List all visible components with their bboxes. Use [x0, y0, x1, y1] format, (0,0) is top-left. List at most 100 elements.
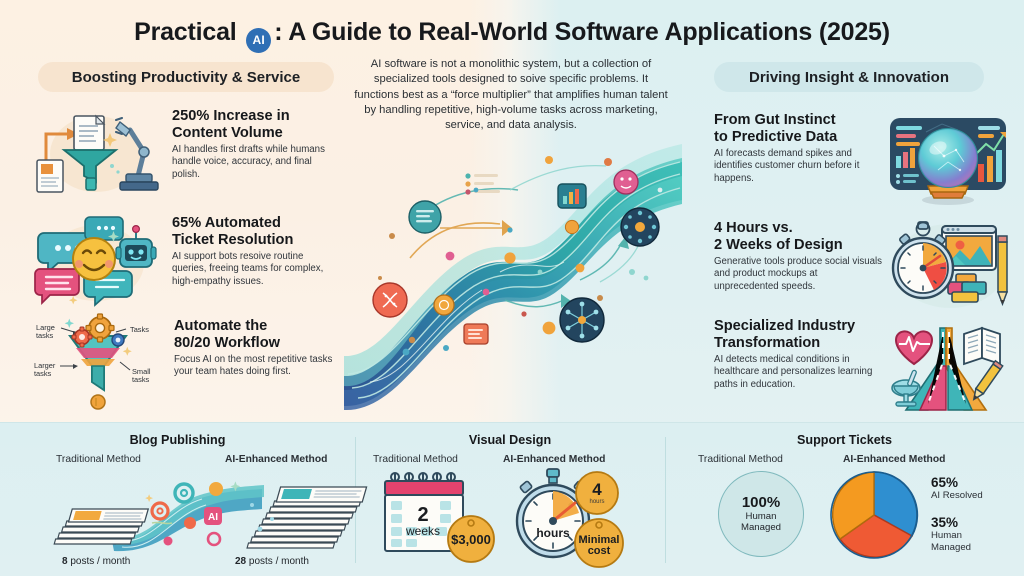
- emoji-node: [613, 169, 639, 195]
- left-column-heading: Boosting Productivity & Service: [38, 62, 334, 92]
- left-feature-3-body: Focus AI on the most repetitive tasks yo…: [174, 354, 333, 378]
- right-feature-3-body: AI detects medical conditions in healthc…: [714, 354, 873, 390]
- support-traditional-value: 100%: [741, 494, 781, 511]
- blog-publishing-illustration: AI: [53, 481, 368, 552]
- support-pie-label-2: 35% Human Managed: [931, 515, 971, 553]
- left-feature-2-title-line1: 65% Automated: [172, 215, 281, 231]
- support-pie-label-2-value: 35%: [931, 515, 959, 530]
- right-feature-2-body: Generative tools produce social visuals …: [714, 256, 883, 292]
- crystal-ball-dashboard-icon: [886, 112, 1010, 208]
- blog-traditional-label: Traditional Method: [56, 454, 141, 465]
- blog-traditional-value: 8: [62, 556, 68, 567]
- left-feature-1-title-line2: Content Volume: [172, 124, 283, 141]
- blog-traditional-caption: 8 posts / month: [62, 556, 130, 567]
- support-ai-label: AI-Enhanced Method: [843, 454, 946, 465]
- chart-bar-node: [557, 183, 587, 209]
- funnel-label-larger-tasks: Larger: [34, 361, 56, 370]
- ai-badge-icon: AI: [246, 27, 272, 53]
- support-pie-label-1-text: AI Resolved: [931, 490, 983, 501]
- right-feature-1-body: AI forecasts demand spikes and identifie…: [714, 148, 860, 184]
- left-feature-1: 250% Increase in Content Volume AI handl…: [34, 108, 334, 198]
- left-feature-1-text: 250% Increase in Content Volume AI handl…: [172, 108, 334, 181]
- coin-node: [433, 294, 455, 316]
- visual-traditional-tag: $3,000: [451, 532, 491, 547]
- support-pie-label-2-line2: Managed: [931, 541, 972, 553]
- stopwatch-icon: hours 4 hours Minimal cost: [515, 468, 624, 568]
- bottom-section-support-tickets: Support Tickets Traditional Method AI-En…: [665, 423, 1024, 576]
- left-feature-1-title-line1: 250% Increase in: [172, 108, 290, 124]
- svg-text:tasks: tasks: [132, 375, 150, 384]
- visual-ai-label: AI-Enhanced Method: [503, 454, 606, 465]
- bottom-divider-2: [665, 437, 666, 563]
- support-traditional-circle: 100% Human Managed: [718, 471, 804, 557]
- left-feature-3-title-line1: Automate the: [174, 318, 268, 334]
- left-feature-2-body: AI support bots resoive routine queries,…: [172, 251, 324, 287]
- blog-ai-value: 28: [235, 556, 247, 567]
- visual-ai-tag-line2: cost: [588, 545, 611, 557]
- right-feature-2-title-line2: 2 Weeks of Design: [714, 236, 843, 253]
- right-feature-3: Specialized Industry Transformation AI d…: [714, 318, 1010, 412]
- visual-design-title: Visual Design: [468, 433, 552, 447]
- title-part-1: Practical: [134, 18, 237, 46]
- left-feature-2-title-line2: Ticket Resolution: [172, 231, 294, 248]
- left-feature-2-text: 65% Automated Ticket Resolution AI suppo…: [172, 215, 334, 288]
- visual-ai-tag-line1: Minimal: [579, 534, 620, 546]
- visual-traditional-label: Traditional Method: [373, 454, 458, 465]
- right-feature-3-title-line2: Transformation: [714, 334, 821, 351]
- right-column-heading: Driving Insight & Innovation: [714, 62, 984, 92]
- blog-traditional-unit: posts / month: [67, 556, 131, 567]
- funnel-label-large-tasks: Large: [36, 323, 55, 332]
- blog-ai-unit: posts / month: [246, 556, 309, 567]
- right-feature-1-title-line2: to Predictive Data: [714, 128, 838, 145]
- svg-text:AI: AI: [208, 512, 218, 523]
- right-feature-1-text: From Gut Instinct to Predictive Data AI …: [714, 112, 878, 185]
- right-feature-3-text: Specialized Industry Transformation AI d…: [714, 318, 876, 391]
- svg-text:tasks: tasks: [36, 331, 54, 340]
- visual-traditional-value: 2: [417, 504, 428, 526]
- left-feature-3-title-line2: 80/20 Workflow: [174, 334, 280, 351]
- visual-traditional-unit: weeks: [405, 524, 440, 538]
- page-title: Practical AI: A Guide to Real-World Soft…: [0, 18, 1024, 53]
- funnel-robot-arm-documents-icon: [34, 108, 162, 198]
- funnel-label-tasks: Tasks: [130, 325, 149, 334]
- visual-ai-badge-number: 4: [592, 480, 602, 499]
- title-part-2: : A Guide to Real-World Software Applica…: [274, 18, 890, 46]
- chat-bubbles-smiley-bot-icon: [34, 215, 162, 307]
- left-feature-3-text: Automate the 80/20 Workflow Focus AI on …: [174, 318, 334, 379]
- funnel-gears-icon: Large tasks Tasks Larger tasks Small tas…: [34, 313, 164, 410]
- heart-book-pencil-roads-icon: [884, 318, 1010, 412]
- pie-chart-icon: [830, 471, 919, 559]
- support-pie-label-1-value: 65%: [931, 475, 959, 490]
- blog-publishing-title: Blog Publishing: [129, 433, 226, 447]
- support-pie-label-1: 65% AI Resolved: [931, 475, 983, 502]
- message-card-node: [408, 200, 442, 234]
- left-feature-2: 65% Automated Ticket Resolution AI suppo…: [34, 215, 334, 307]
- right-feature-2: 4 Hours vs. 2 Weeks of Design Generative…: [714, 220, 1010, 312]
- orange-card-node: [463, 323, 489, 345]
- left-feature-1-body: AI handles first drafts while humans han…: [172, 144, 325, 180]
- right-feature-1: From Gut Instinct to Predictive Data AI …: [714, 112, 1010, 208]
- right-feature-3-title-line1: Specialized Industry: [714, 318, 856, 334]
- gear-hub-node: [620, 207, 660, 247]
- bottom-section-visual-design: Visual Design Traditional Method AI-Enha…: [355, 423, 665, 576]
- network-node: [559, 297, 605, 343]
- funnel-label-small-tasks: Small: [132, 367, 151, 376]
- right-feature-2-title-line1: 4 Hours vs.: [714, 220, 793, 236]
- left-feature-3: Large tasks Tasks Larger tasks Small tas…: [34, 313, 334, 410]
- right-feature-1-title-line1: From Gut Instinct: [714, 112, 836, 128]
- blog-ai-label: AI-Enhanced Method: [225, 454, 328, 465]
- dna-node: [372, 282, 408, 318]
- visual-ai-unit: hours: [536, 526, 570, 540]
- document-list-node: [465, 173, 500, 195]
- visual-ai-badge-unit: hours: [589, 499, 604, 505]
- calendar-icon: 2 weeks $3,000: [384, 472, 495, 563]
- support-traditional-line2: Managed: [740, 522, 781, 533]
- stopwatch-design-monitor-pencil-icon: [890, 220, 1010, 312]
- bottom-section-blog-publishing: Blog Publishing Traditional Method AI-En…: [0, 423, 368, 576]
- support-pie-label-2-line1: Human: [931, 530, 962, 541]
- right-feature-2-text: 4 Hours vs. 2 Weeks of Design Generative…: [714, 220, 882, 293]
- support-tickets-title: Support Tickets: [797, 433, 892, 447]
- blog-ai-caption: 28 posts / month: [235, 556, 309, 567]
- svg-text:tasks: tasks: [34, 369, 52, 378]
